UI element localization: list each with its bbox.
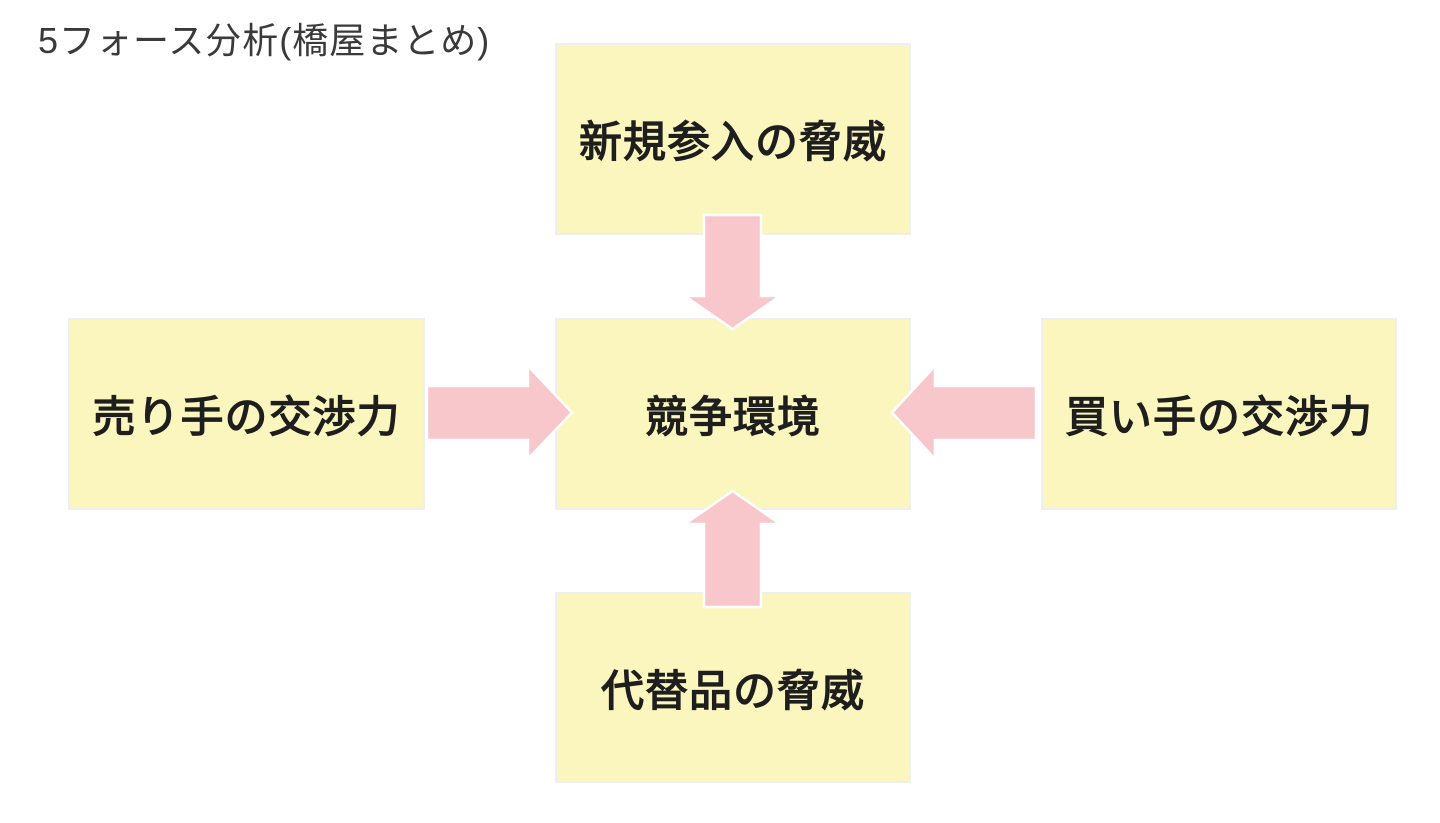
arrow-left-icon (890, 362, 1038, 463)
box-threat-of-substitutes: 代替品の脅威 (555, 592, 911, 783)
box-label-substitutes: 代替品の脅威 (601, 667, 865, 716)
box-label-competitive-environment: 競争環境 (645, 394, 821, 442)
box-label-new-entrants: 新規参入の脅威 (579, 119, 887, 167)
box-competitive-environment: 競争環境 (555, 318, 911, 510)
arrow-right-icon (425, 362, 574, 463)
box-label-sellers: 売り手の交渉力 (92, 394, 401, 442)
box-bargaining-power-of-buyers: 買い手の交渉力 (1041, 318, 1397, 510)
box-bargaining-power-of-sellers: 売り手の交渉力 (68, 318, 425, 510)
box-threat-of-new-entrants: 新規参入の脅威 (555, 43, 911, 235)
page-title: 5フォース分析(橋屋まとめ) (38, 20, 491, 61)
box-label-buyers: 買い手の交渉力 (1065, 394, 1373, 442)
